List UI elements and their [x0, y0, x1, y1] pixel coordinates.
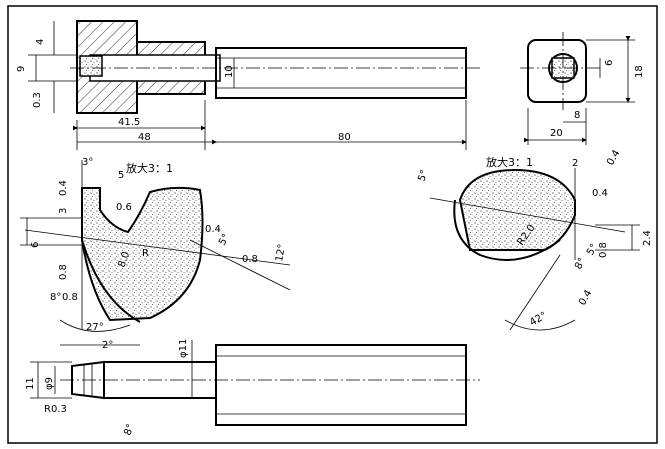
detail-right: 放大3：1 5° 2 0.4 0.4 R2.0 2.4 0.8 8° 5° 0.…	[416, 148, 653, 331]
sv-r0-3: R0.3	[44, 404, 67, 415]
dl-0-4: 0.4	[58, 180, 69, 196]
dim-41-5: 41.5	[118, 117, 140, 128]
dl-3deg: 3°	[82, 157, 93, 168]
dl-0-8c: 0.8	[62, 292, 78, 303]
dr-5deg: 5°	[416, 169, 430, 183]
dl-3: 3	[58, 208, 69, 214]
detail-left-insert	[81, 186, 204, 322]
end-view-body	[527, 39, 587, 103]
detail-right-scale: 放大3：1	[486, 155, 533, 169]
end-view: 6 18 8 20	[520, 32, 645, 145]
dl-5: 5	[118, 170, 124, 181]
dl-12deg: 12°	[274, 243, 288, 262]
dr-42deg: 42°	[528, 310, 549, 328]
sv-11: 11	[25, 377, 36, 390]
dim-6: 6	[604, 60, 615, 66]
shank	[215, 47, 467, 99]
dl-0-8b: 0.8	[58, 264, 69, 280]
dim-0-3: 0.3	[32, 92, 43, 108]
dim-20: 20	[550, 128, 563, 139]
dl-0-4b: 0.4	[205, 224, 221, 235]
sv-2deg: 2°	[102, 340, 113, 351]
dl-8deg: 8°	[50, 292, 61, 303]
dl-0-6: 0.6	[116, 202, 132, 213]
dl-5deg: 5°	[217, 232, 232, 247]
dim-18: 18	[634, 65, 645, 78]
dr-0-8: 0.8	[598, 242, 609, 258]
dr-0-4c: 0.4	[577, 288, 594, 307]
dr-8deg: 8°	[573, 256, 588, 271]
dl-8-0: 8.0	[116, 250, 132, 269]
sv-phi9: φ9	[44, 377, 55, 390]
dr-2: 2	[572, 158, 578, 169]
dl-6: 6	[30, 242, 41, 248]
dim-9: 9	[16, 66, 27, 72]
dim-10: 10	[224, 65, 235, 78]
dr-2-4: 2.4	[642, 230, 653, 246]
dl-0-8: 0.8	[242, 254, 258, 265]
dim-4: 4	[35, 39, 46, 45]
dr-0-4b: 0.4	[592, 188, 608, 199]
side-view: 2° φ11 11 φ9 R0.3 8°	[25, 339, 480, 437]
sv-phi11: φ11	[178, 339, 189, 358]
dr-5deg-b: 5°	[585, 242, 600, 257]
top-view: 4 9 0.3 10 41.5 48 80	[16, 20, 480, 150]
dim-8: 8	[574, 110, 580, 121]
dl-27deg: 27°	[86, 322, 104, 333]
side-tip	[71, 360, 105, 400]
insert	[79, 55, 103, 77]
dim-80: 80	[338, 132, 351, 143]
side-shank	[215, 344, 467, 426]
dim-48: 48	[138, 132, 151, 143]
detail-left: 放大3：1 3° 5 0.4 3 0.6 0.4 5° 6 0.8 0.8 R …	[20, 157, 291, 333]
dr-0-4: 0.4	[605, 148, 622, 167]
detail-left-scale: 放大3：1	[126, 161, 173, 175]
sheet-border	[7, 5, 658, 444]
dl-r: R	[142, 248, 149, 259]
sv-8deg: 8°	[122, 423, 136, 437]
